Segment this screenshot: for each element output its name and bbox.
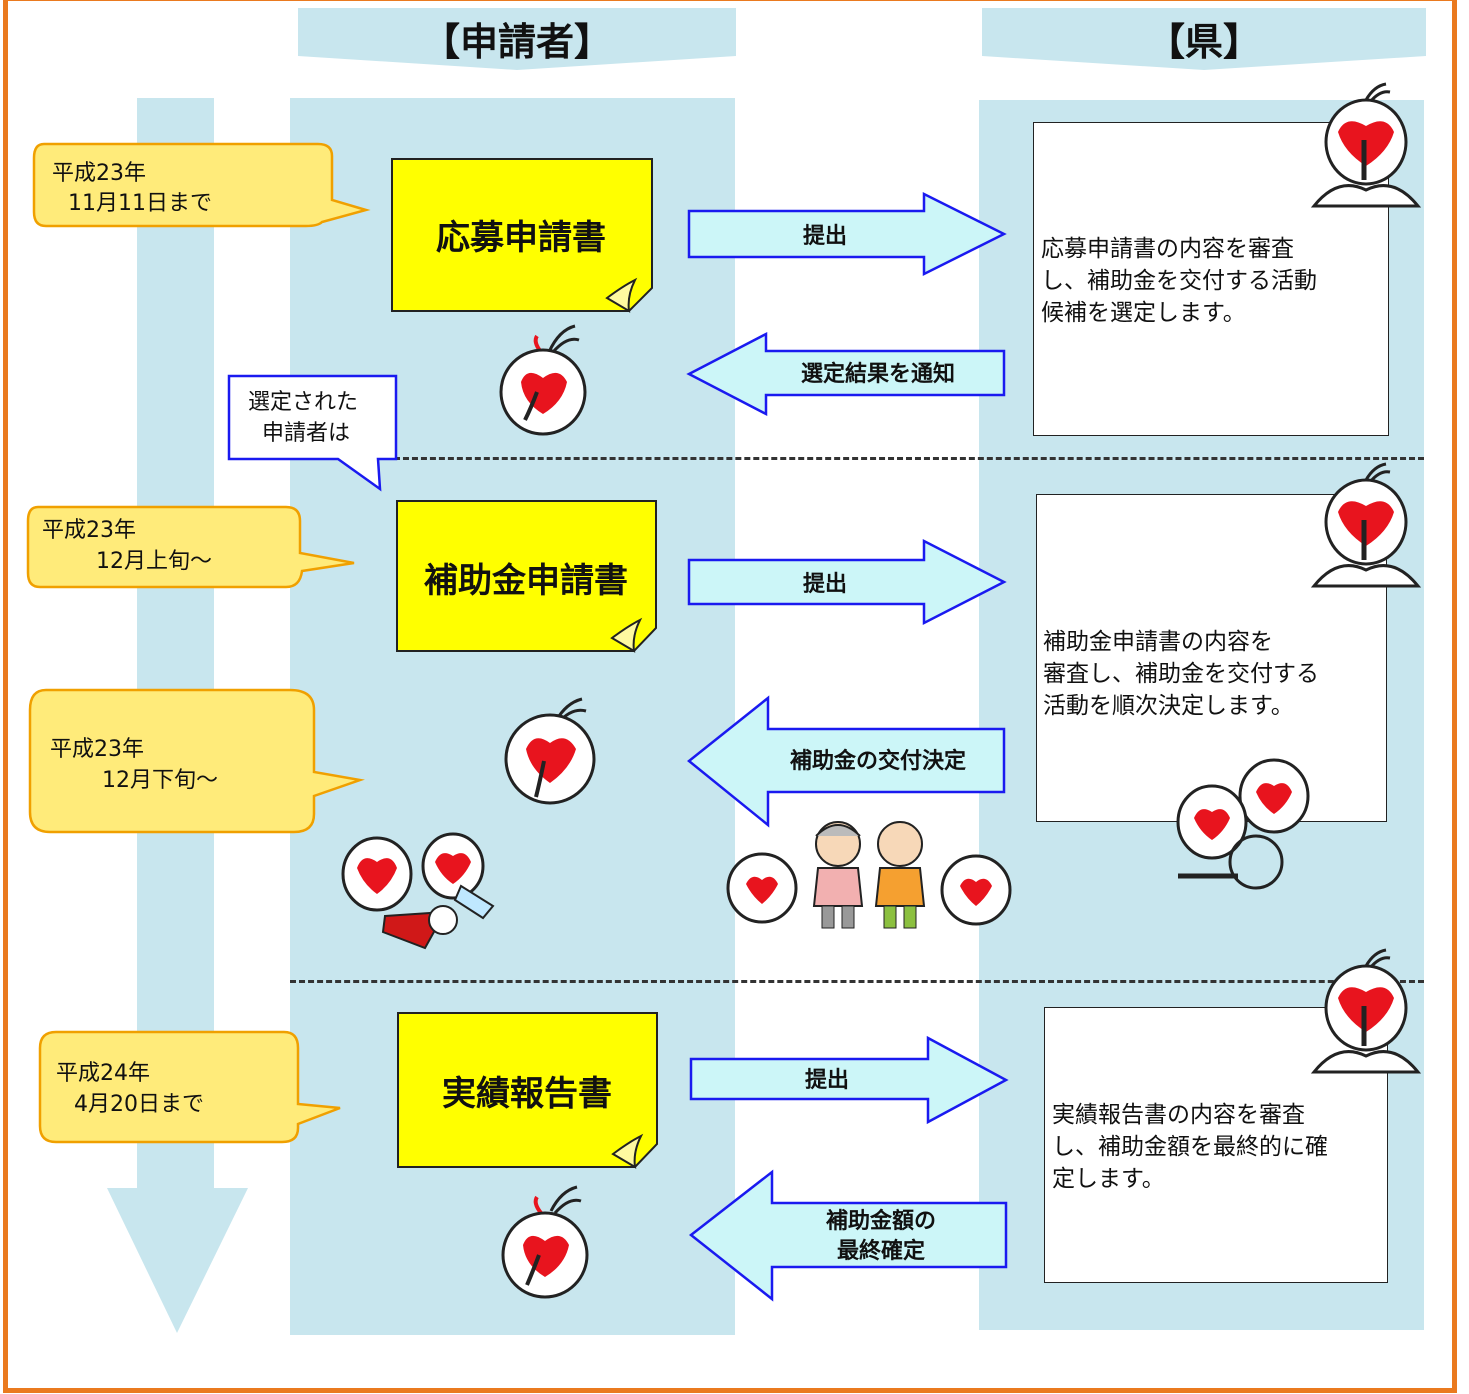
mascot-reading-icon [1310, 462, 1422, 588]
mascot-reading-icon [1310, 948, 1422, 1074]
final-amount-label-1: 補助金額の [825, 1209, 936, 1234]
prefecture-header: 【県】 [1146, 20, 1261, 64]
document-3-title: 実績報告書 [442, 1074, 612, 1114]
document-3 [397, 1012, 658, 1169]
date-1-line2: 11月11日まで [68, 191, 212, 216]
date-2-line1: 平成23年 [42, 518, 136, 543]
applicant-header: 【申請者】 [421, 20, 612, 64]
date-1-line1: 平成23年 [52, 161, 146, 186]
document-1 [391, 158, 653, 313]
date-callout-2 [26, 505, 355, 589]
final-amount-arrow [688, 1169, 1008, 1302]
date-4-line2: 4月20日まで [74, 1092, 204, 1117]
prefecture-box-2 [1036, 494, 1387, 822]
date-callout-1 [32, 142, 371, 228]
date-3-line2: 12月下旬～ [102, 768, 218, 793]
selected-callout [227, 374, 398, 492]
selected-callout-line2: 申請者は [262, 421, 351, 446]
grant-decision-arrow [687, 695, 1006, 828]
notify-arrow [686, 331, 1006, 417]
elderly-couple-icon [726, 821, 1012, 929]
date-3-line1: 平成23年 [50, 737, 144, 762]
document-2 [396, 500, 657, 653]
submit-arrow-2 [687, 538, 1007, 626]
mascot-cleaning-icon [341, 832, 495, 950]
notify-arrow-label: 選定結果を通知 [800, 362, 955, 387]
grant-decision-label: 補助金の交付決定 [789, 749, 966, 774]
separator-2 [290, 980, 1424, 983]
document-2-title: 補助金申請書 [424, 561, 628, 601]
submit-arrow-2-label: 提出 [802, 572, 847, 597]
prefecture-header-banner [982, 8, 1426, 70]
date-2-line2: 12月上旬～ [96, 549, 212, 574]
mascot-icon [501, 1185, 589, 1299]
timeline-arrow [107, 98, 248, 1333]
date-callout-3 [28, 688, 365, 834]
date-4-line1: 平成24年 [56, 1061, 150, 1086]
mascot-icon [504, 697, 596, 805]
date-callout-4 [38, 1030, 341, 1144]
document-1-title: 応募申請書 [436, 218, 606, 258]
prefecture-box-3-text: 実績報告書の内容を審査 し、補助金額を最終的に確 定します。 [1052, 1102, 1328, 1192]
submit-arrow-1-label: 提出 [802, 224, 847, 249]
submit-arrow-1 [687, 191, 1007, 277]
diagram-frame [3, 0, 1457, 1393]
mascot-icon [499, 324, 587, 436]
prefecture-box-1-text: 応募申請書の内容を審査 し、補助金を交付する活動 候補を選定します。 [1041, 236, 1317, 326]
applicant-header-banner [298, 8, 736, 70]
final-amount-label-2: 最終確定 [836, 1239, 925, 1264]
submit-arrow-3-label: 提出 [804, 1068, 849, 1093]
prefecture-box-2-text: 補助金申請書の内容を 審査し、補助金を交付する 活動を順次決定します。 [1043, 629, 1319, 719]
selected-callout-line1: 選定された [248, 390, 359, 415]
mascot-reading-icon [1310, 82, 1422, 208]
prefecture-box-1 [1033, 122, 1389, 436]
submit-arrow-3 [689, 1035, 1009, 1125]
wheelchair-icon [1176, 758, 1310, 890]
separator-1 [394, 457, 1424, 460]
prefecture-box-3 [1044, 1007, 1388, 1283]
